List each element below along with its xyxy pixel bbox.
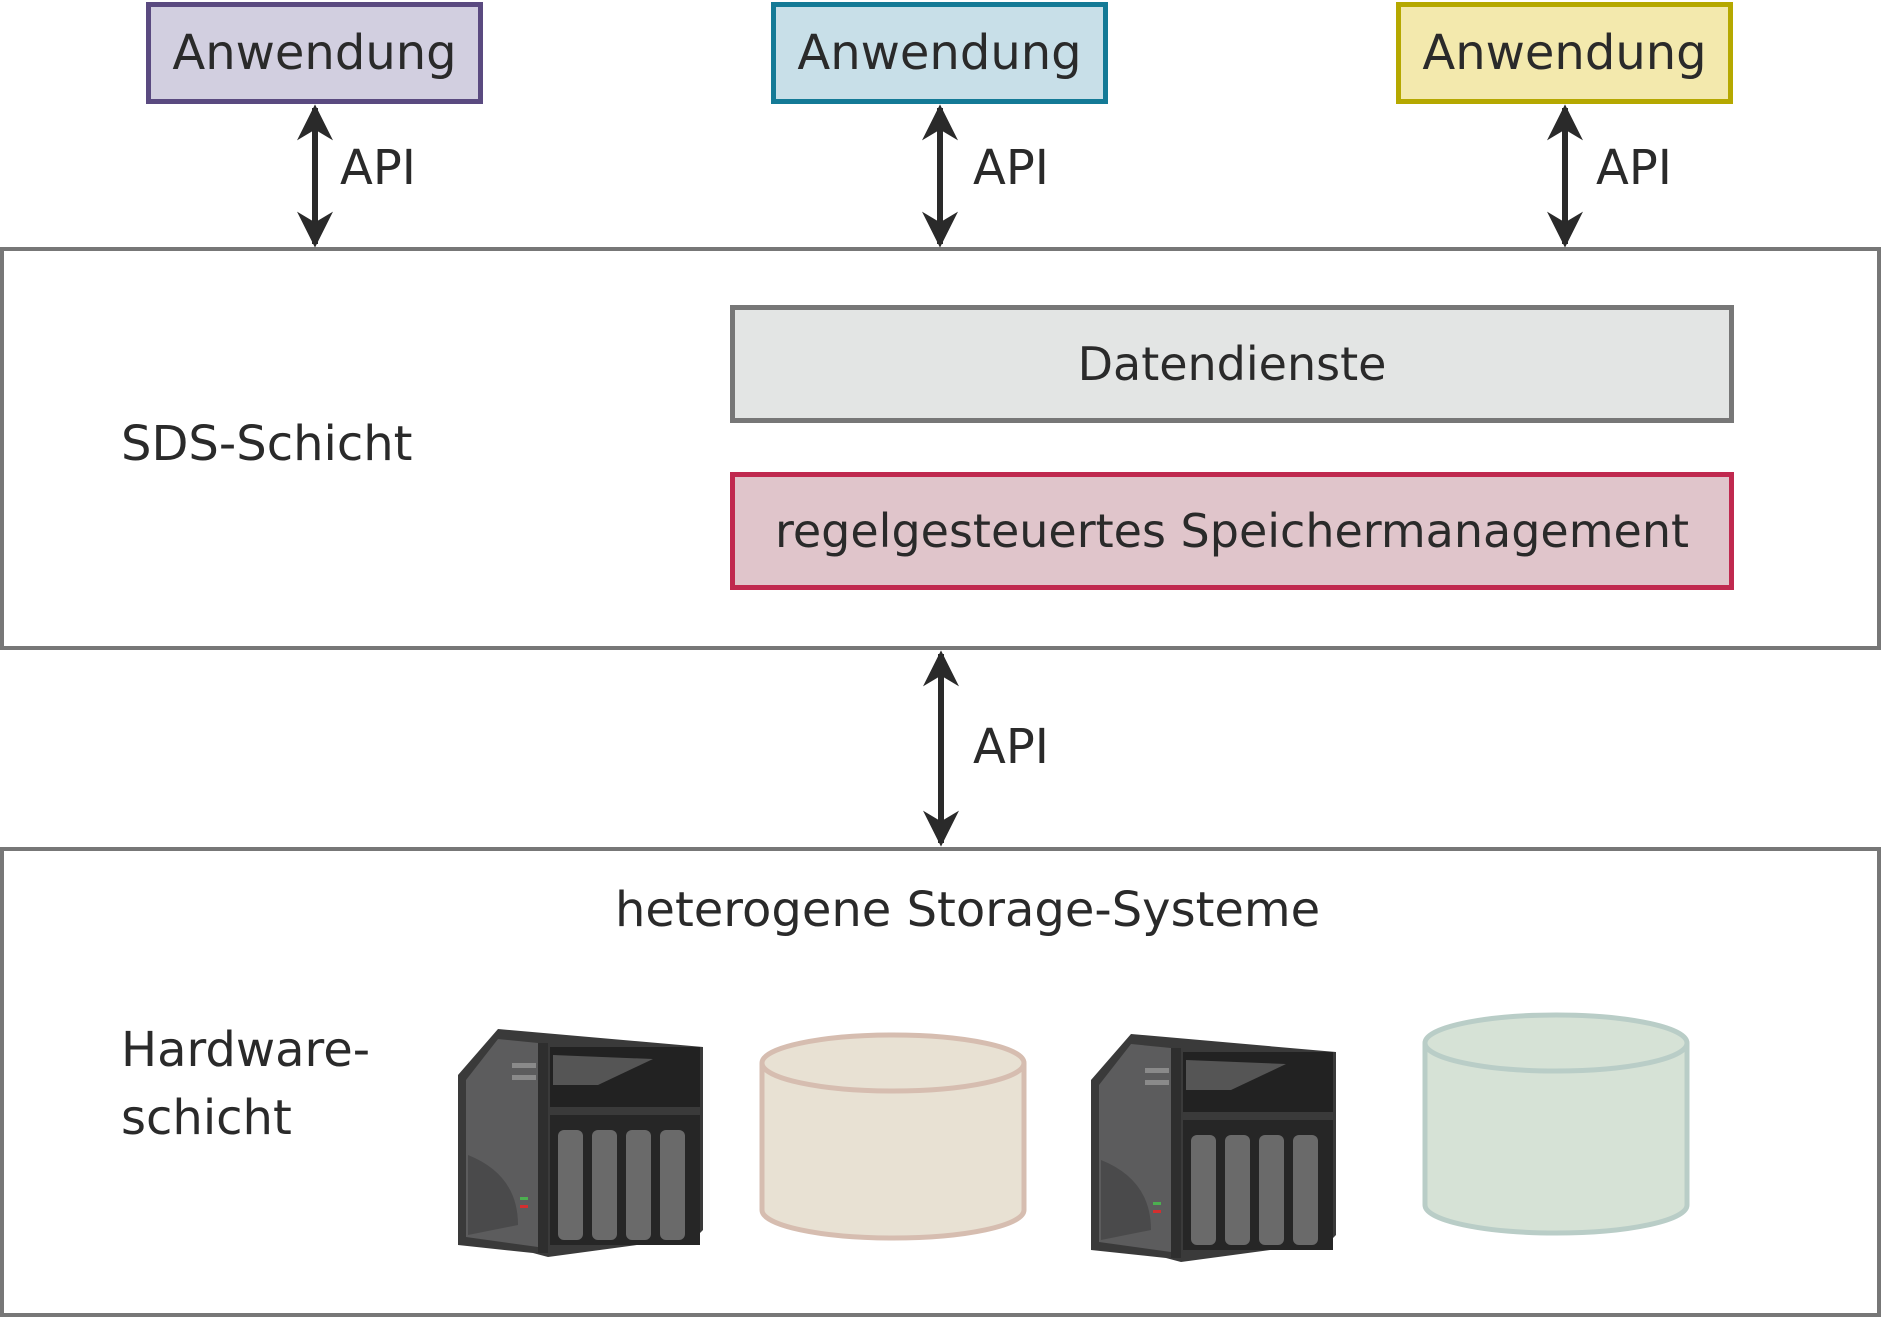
application-label: Anwendung xyxy=(172,25,457,81)
storage-cylinder-icon xyxy=(1422,1012,1690,1236)
policy-storage-management-box: regelgesteuertes Speichermanagement xyxy=(730,472,1734,590)
sds-layer-title: SDS-Schicht xyxy=(121,416,413,472)
hardware-layer-title-line2: schicht xyxy=(121,1090,292,1146)
api-label-3: API xyxy=(1596,140,1672,196)
api-label-2: API xyxy=(973,140,1049,196)
data-services-label: Datendienste xyxy=(1077,337,1387,391)
api-label-4: API xyxy=(973,719,1049,775)
api-label-1: API xyxy=(340,140,416,196)
application-box-2: Anwendung xyxy=(771,2,1108,104)
policy-storage-management-label: regelgesteuertes Speichermanagement xyxy=(774,504,1690,558)
application-label: Anwendung xyxy=(797,25,1082,81)
application-box-3: Anwendung xyxy=(1396,2,1733,104)
data-services-box: Datendienste xyxy=(730,305,1734,423)
nas-server-icon xyxy=(1091,1034,1336,1262)
hardware-layer-title-line1: Hardware- xyxy=(121,1022,371,1078)
nas-server-icon xyxy=(458,1029,703,1257)
storage-cylinder-icon xyxy=(759,1032,1027,1241)
hardware-heading: heterogene Storage-Systeme xyxy=(615,882,1321,938)
hardware-layer-title: Hardware- schicht xyxy=(121,1016,370,1152)
application-label: Anwendung xyxy=(1422,25,1707,81)
application-box-1: Anwendung xyxy=(146,2,483,104)
